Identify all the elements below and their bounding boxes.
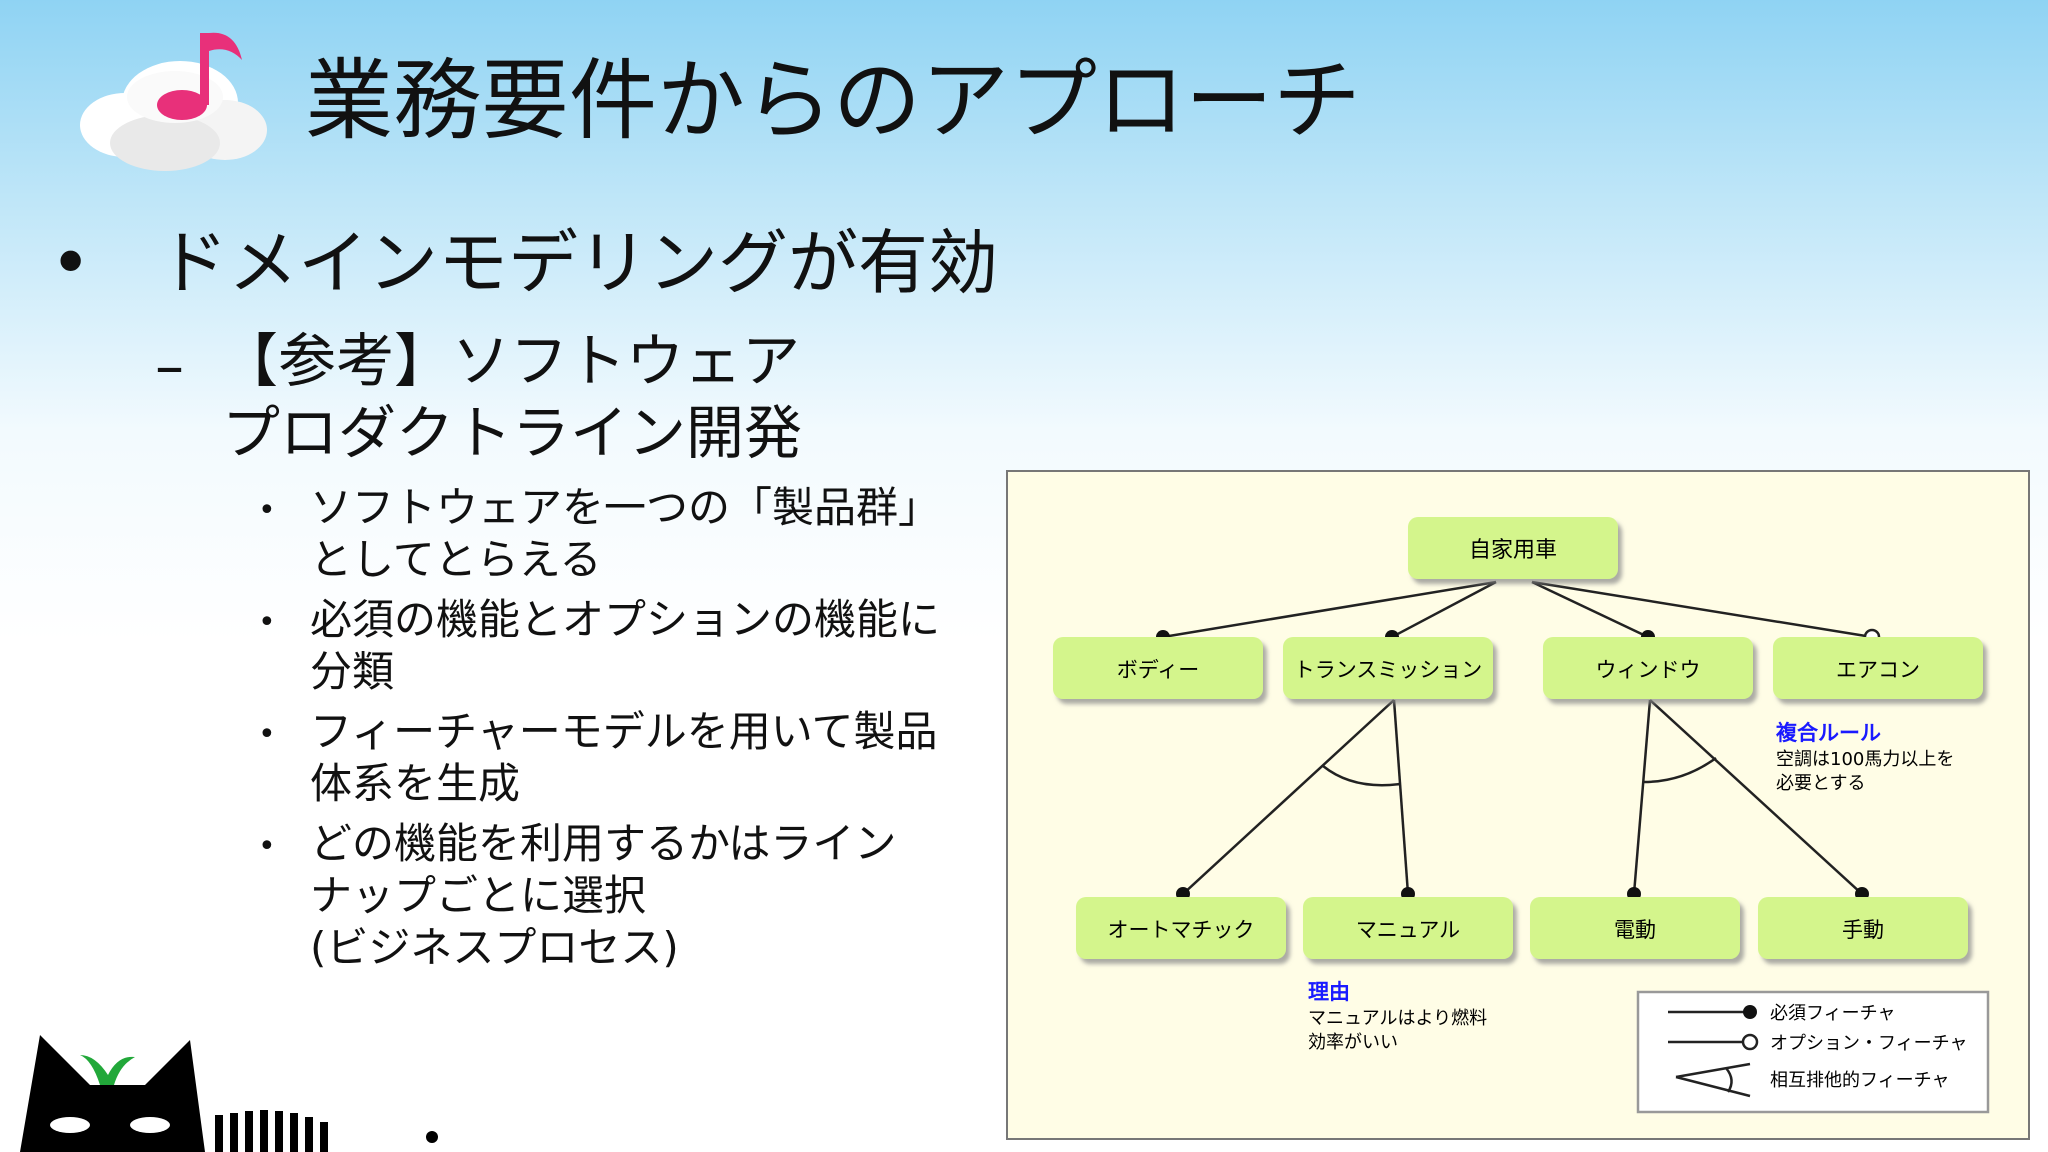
point-line: フィーチャーモデルを用いて製品	[310, 707, 938, 756]
bullet-dot: •	[258, 605, 276, 640]
point-line: 分類	[310, 647, 395, 696]
legend-exclusive: 相互排他的フィーチャ	[1770, 1070, 1949, 1091]
reason-note: 理由 マニュアルはより燃料 効率がいい	[1308, 980, 1487, 1053]
svg-text:必要とする: 必要とする	[1776, 773, 1865, 794]
sub-bullet-line: 【参考】ソフトウェア	[220, 327, 801, 395]
point-line: 必須の機能とオプションの機能に	[310, 595, 941, 644]
svg-text:オートマチック: オートマチック	[1108, 918, 1255, 942]
svg-text:マニュアル: マニュアル	[1356, 918, 1460, 942]
svg-text:ウィンドウ: ウィンドウ	[1596, 658, 1701, 682]
bullet-dot: •	[258, 717, 276, 752]
svg-text:ボディー: ボディー	[1117, 658, 1200, 682]
svg-text:効率がいい: 効率がいい	[1308, 1032, 1398, 1053]
point-line: としてとらえる	[310, 535, 602, 584]
node-manual: マニュアル	[1303, 897, 1513, 959]
svg-text:手動: 手動	[1842, 918, 1884, 942]
main-bullet-text: ドメインモデリングが有効	[158, 222, 999, 304]
svg-text:自家用車: 自家用車	[1469, 538, 1557, 563]
sub-bullet: 【参考】ソフトウェア プロダクトライン開発	[220, 325, 802, 469]
sub-bullet-line: プロダクトライン開発	[222, 399, 803, 467]
svg-text:マニュアルはより燃料: マニュアルはより燃料	[1308, 1008, 1487, 1029]
sub-bullet-dash: –	[155, 332, 184, 400]
node-transmission: トランスミッション	[1283, 637, 1493, 699]
node-window: ウィンドウ	[1543, 637, 1753, 699]
node-aircon: エアコン	[1773, 637, 1983, 699]
point-line: (ビジネスプロセス)	[310, 923, 679, 972]
point-line: 体系を生成	[310, 759, 521, 808]
main-bullet: • ドメインモデリングが有効	[50, 222, 999, 304]
point-line: どの機能を利用するかはライン	[310, 819, 897, 868]
bullet-dot: •	[258, 493, 276, 528]
bullet-dot: •	[258, 829, 276, 864]
svg-text:エアコン: エアコン	[1836, 658, 1920, 682]
point-line: ソフトウェアを一つの「製品群」	[310, 483, 941, 532]
svg-text:トランスミッション: トランスミッション	[1294, 658, 1483, 682]
slide-title: 業務要件からのアプローチ	[305, 49, 1362, 152]
svg-text:電動: 電動	[1614, 918, 1656, 942]
svg-text:複合ルール: 複合ルール	[1775, 721, 1881, 745]
legend-box: 必須フィーチャ オプション・フィーチャ 相互排他的フィーチャ	[1636, 990, 1990, 1114]
feature-model-diagram: 自家用車 ボディー トランスミッション ウィンドウ エアコン オートマチック マ…	[1006, 470, 2030, 1140]
point-item: 必須の機能とオプションの機能に 分類	[310, 594, 970, 698]
black-cat-illustration	[20, 1035, 438, 1152]
node-automatic: オートマチック	[1076, 897, 1286, 959]
legend-mandatory: 必須フィーチャ	[1770, 1003, 1895, 1024]
legend-optional: オプション・フィーチャ	[1770, 1033, 1967, 1054]
node-root: 自家用車	[1408, 517, 1618, 579]
point-item: ソフトウェアを一つの「製品群」 としてとらえる	[310, 482, 970, 586]
composite-rule-note: 複合ルール 空調は100馬力以上を 必要とする	[1775, 721, 1954, 794]
svg-text:空調は100馬力以上を: 空調は100馬力以上を	[1776, 749, 1954, 770]
svg-text:理由: 理由	[1308, 980, 1350, 1004]
point-item: どの機能を利用するかはライン ナップごとに選択 (ビジネスプロセス)	[310, 818, 970, 974]
point-line: ナップごとに選択	[310, 871, 647, 920]
node-electric: 電動	[1530, 897, 1740, 959]
node-body: ボディー	[1053, 637, 1263, 699]
point-item: フィーチャーモデルを用いて製品 体系を生成	[310, 706, 970, 810]
music-note-cloud-icon	[80, 32, 267, 171]
node-manual-window: 手動	[1758, 897, 1968, 959]
